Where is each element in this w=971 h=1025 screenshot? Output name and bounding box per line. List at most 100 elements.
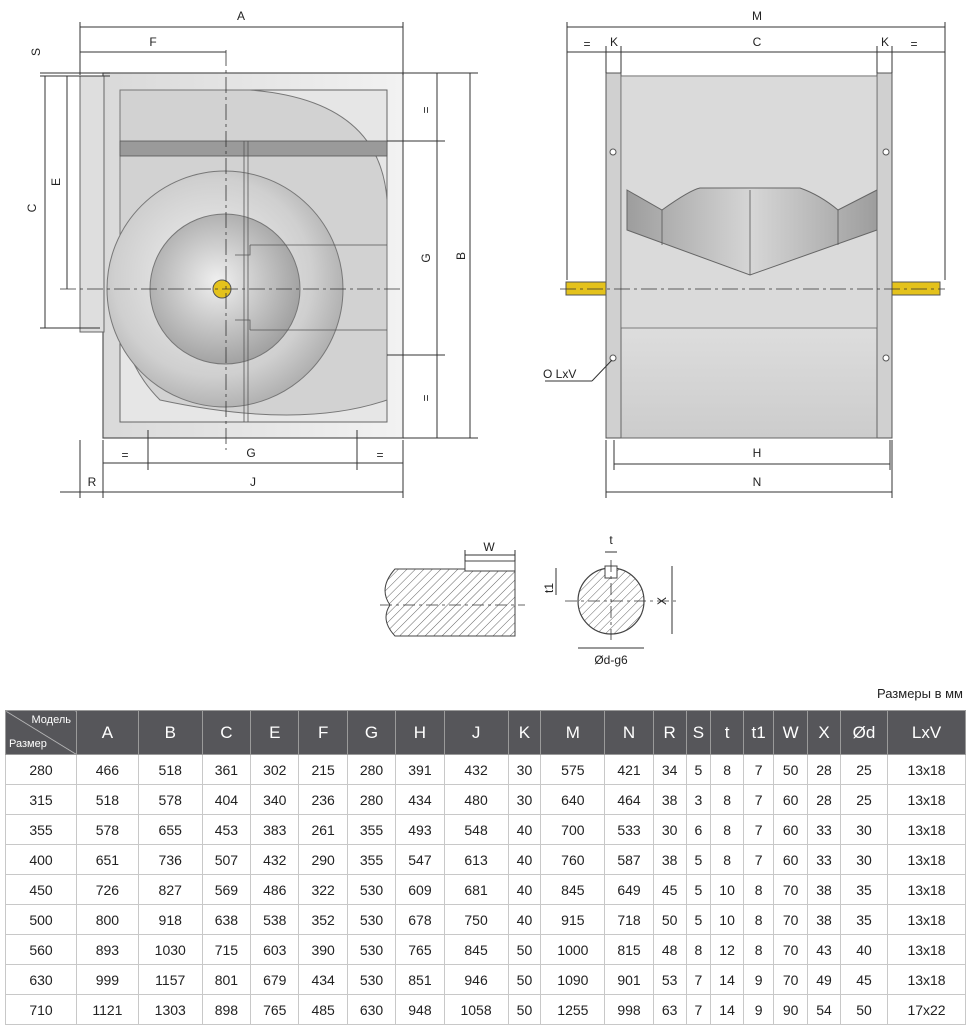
table-cell: 700 xyxy=(540,814,606,845)
table-cell: 530 xyxy=(346,964,397,995)
column-header: t1 xyxy=(743,710,775,755)
table-cell: 17x22 xyxy=(887,994,966,1025)
table-cell: 290 xyxy=(298,844,348,875)
front-dimensions: A F S C E = G = B = G = xyxy=(25,9,478,498)
label-C-side: C xyxy=(753,35,762,49)
column-header: K xyxy=(507,710,542,755)
table-cell: 948 xyxy=(395,994,445,1025)
table-cell: 518 xyxy=(137,754,203,785)
column-header: G xyxy=(346,710,397,755)
table-cell: 801 xyxy=(201,964,252,995)
table-cell: 215 xyxy=(298,754,348,785)
table-cell: 760 xyxy=(540,844,606,875)
table-cell: 30 xyxy=(507,754,542,785)
table-cell: 679 xyxy=(250,964,300,995)
table-cell: 434 xyxy=(298,964,348,995)
table-cell: 638 xyxy=(201,904,252,935)
table-cell: 5 xyxy=(685,904,712,935)
table-cell: 518 xyxy=(76,784,139,815)
table-cell: 8 xyxy=(710,754,745,785)
label-F: F xyxy=(149,35,156,49)
table-cell: 13x18 xyxy=(887,934,966,965)
table-cell: 827 xyxy=(137,874,203,905)
table-cell: 765 xyxy=(250,994,300,1025)
table-cell: 678 xyxy=(395,904,445,935)
table-cell: 8 xyxy=(710,784,745,815)
label-G-right: G xyxy=(419,253,433,262)
size-cell: 630 xyxy=(5,964,77,995)
table-cell: 35 xyxy=(839,904,889,935)
table-cell: 649 xyxy=(604,874,654,905)
table-cell: 13x18 xyxy=(887,904,966,935)
table-cell: 5 xyxy=(685,874,712,905)
column-header: Ød xyxy=(839,710,889,755)
table-cell: 548 xyxy=(443,814,509,845)
table-cell: 70 xyxy=(773,874,809,905)
size-cell: 355 xyxy=(5,814,77,845)
table-cell: 70 xyxy=(773,964,809,995)
table-cell: 851 xyxy=(395,964,445,995)
table-cell: 434 xyxy=(395,784,445,815)
label-eq-left: = xyxy=(121,448,128,462)
table-cell: 845 xyxy=(443,934,509,965)
table-cell: 352 xyxy=(298,904,348,935)
label-eq-left-side: = xyxy=(583,37,590,51)
table-cell: 1157 xyxy=(137,964,203,995)
label-C: C xyxy=(25,203,39,212)
table-cell: 13x18 xyxy=(887,814,966,845)
side-view xyxy=(560,72,945,439)
label-A: A xyxy=(237,9,245,23)
table-cell: 40 xyxy=(507,874,542,905)
side-dimensions: M = K C K = O LxV H N xyxy=(543,9,946,498)
table-cell: 726 xyxy=(76,874,139,905)
table-cell: 45 xyxy=(839,964,889,995)
table-cell: 918 xyxy=(137,904,203,935)
table-cell: 613 xyxy=(443,844,509,875)
table-cell: 50 xyxy=(652,904,687,935)
label-W: W xyxy=(483,540,495,554)
label-eq-right: = xyxy=(376,448,383,462)
top-strut xyxy=(119,140,388,157)
table-cell: 845 xyxy=(540,874,606,905)
table-cell: 48 xyxy=(652,934,687,965)
table-cell: 640 xyxy=(540,784,606,815)
table-cell: 999 xyxy=(76,964,139,995)
table-cell: 800 xyxy=(76,904,139,935)
table-cell: 898 xyxy=(201,994,252,1025)
table-cell: 38 xyxy=(652,844,687,875)
table-cell: 30 xyxy=(839,844,889,875)
column-header: S xyxy=(685,710,712,755)
size-cell: 280 xyxy=(5,754,77,785)
table-cell: 50 xyxy=(839,994,889,1025)
column-header: R xyxy=(652,710,687,755)
table-cell: 578 xyxy=(76,814,139,845)
label-B: B xyxy=(454,252,468,260)
label-K-right: K xyxy=(881,35,889,49)
table-cell: 10 xyxy=(710,904,745,935)
table-cell: 578 xyxy=(137,784,203,815)
size-cell: 500 xyxy=(5,904,77,935)
table-cell: 533 xyxy=(604,814,654,845)
label-M: M xyxy=(752,9,762,23)
table-cell: 10 xyxy=(710,874,745,905)
table-cell: 464 xyxy=(604,784,654,815)
table-cell: 383 xyxy=(250,814,300,845)
table-cell: 901 xyxy=(604,964,654,995)
table-cell: 9 xyxy=(743,994,775,1025)
table-cell: 765 xyxy=(395,934,445,965)
table-cell: 7 xyxy=(743,784,775,815)
corner-size-label: Размер xyxy=(9,738,47,750)
table-cell: 28 xyxy=(807,754,841,785)
table-cell: 609 xyxy=(395,874,445,905)
table-cell: 486 xyxy=(250,874,300,905)
table-cell: 355 xyxy=(346,814,397,845)
column-header: A xyxy=(76,710,139,755)
table-cell: 34 xyxy=(652,754,687,785)
table-cell: 404 xyxy=(201,784,252,815)
table-cell: 14 xyxy=(710,964,745,995)
